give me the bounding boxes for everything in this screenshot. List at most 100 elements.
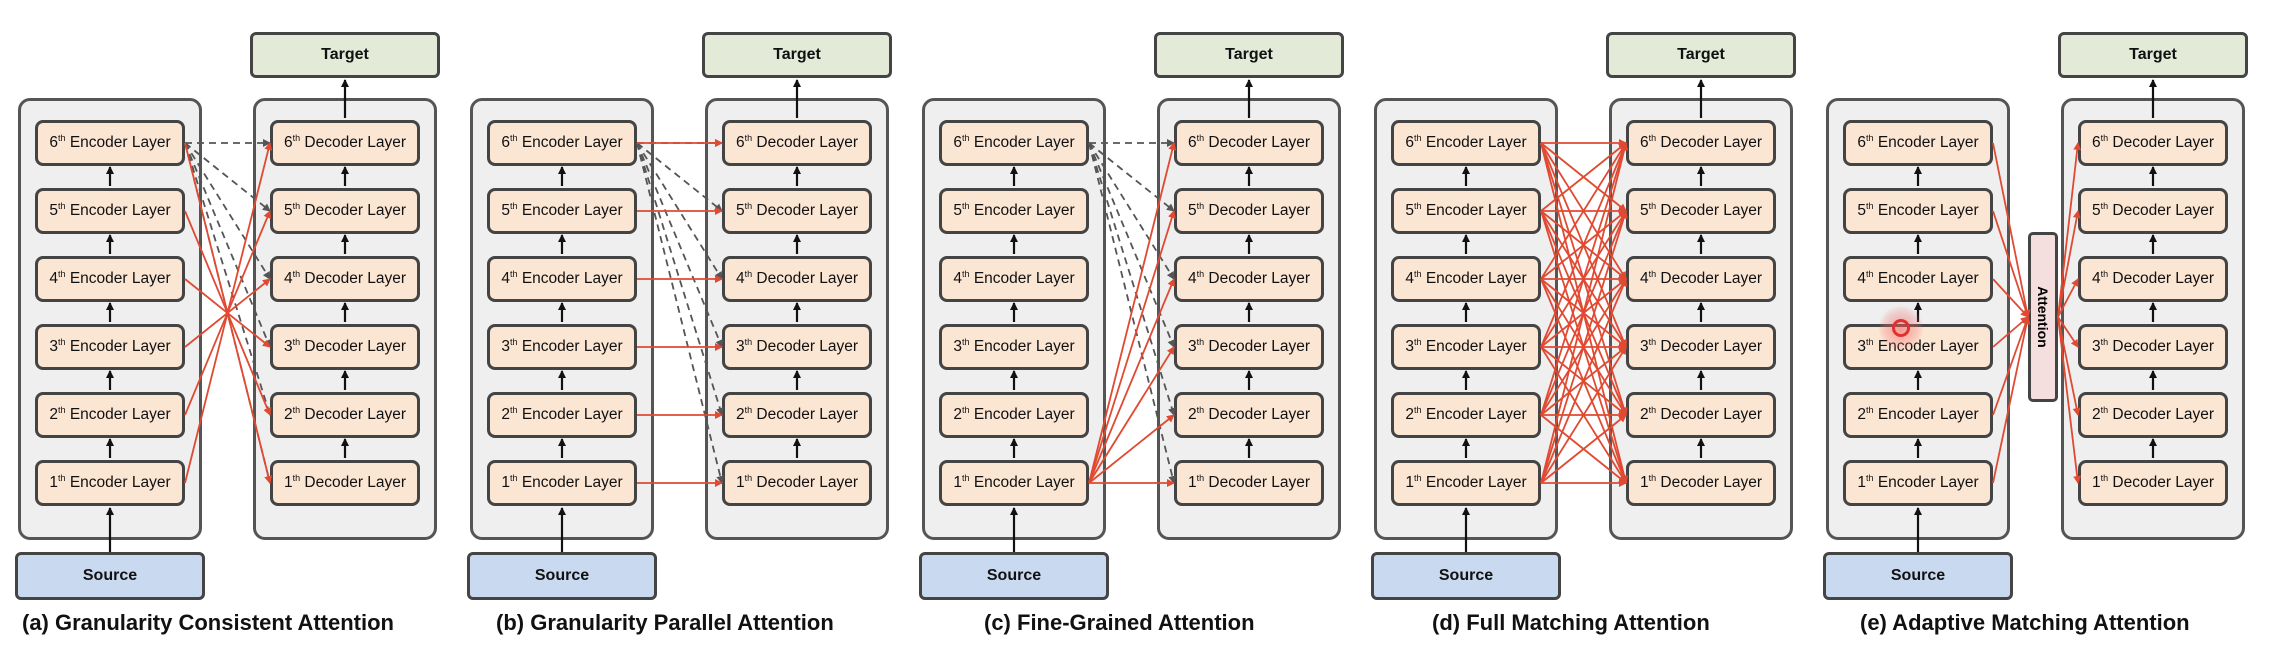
source-label: Source [82,567,138,584]
layer-ordinal-suffix: th [1413,132,1422,143]
layer-number: 5 [2091,202,2101,219]
source-label: Source [534,567,590,584]
layer-label: Encoder Layer [69,406,171,423]
layer-ordinal-suffix: th [1865,336,1874,347]
source-box: Source [1371,552,1561,600]
target-box: Target [1154,32,1344,78]
decoder-layer-6: 6th Decoder Layer [722,120,872,166]
layer-label: Encoder Layer [1425,338,1527,355]
layer-ordinal-suffix: th [1648,132,1657,143]
layer-number: 5 [953,202,962,219]
layer-ordinal-suffix: th [1648,200,1657,211]
layer-label: Decoder Layer [1208,134,1311,151]
layer-ordinal-suffix: th [744,404,753,415]
layer-number: 3 [2091,338,2101,355]
decoder-layer-3: 3th Decoder Layer [1626,324,1776,370]
layer-ordinal-suffix: th [1413,336,1422,347]
encoder-layer-3: 3th Encoder Layer [487,324,637,370]
layer-number: 3 [283,338,293,355]
layer-label: Decoder Layer [304,270,407,287]
layer-number: 5 [283,202,293,219]
layer-label: Decoder Layer [1208,338,1311,355]
source-label: Source [1438,567,1494,584]
layer-ordinal-suffix: th [744,268,753,279]
layer-ordinal-suffix: th [1865,132,1874,143]
layer-label: Decoder Layer [1208,406,1311,423]
layer-label: Encoder Layer [69,134,171,151]
encoder-layer-6: 6th Encoder Layer [487,120,637,166]
layer-number: 6 [953,134,962,151]
decoder-layer-3: 3th Decoder Layer [1174,324,1324,370]
layer-ordinal-suffix: th [961,268,970,279]
decoder-layer-5: 5th Decoder Layer [1626,188,1776,234]
layer-ordinal-suffix: th [744,200,753,211]
encoder-layer-4: 4th Encoder Layer [1391,256,1541,302]
encoder-layer-4: 4th Encoder Layer [35,256,185,302]
layer-label: Decoder Layer [756,134,859,151]
layer-number: 1 [283,474,293,491]
layer-ordinal-suffix: th [2100,268,2109,279]
encoder-layer-4: 4th Encoder Layer [939,256,1089,302]
encoder-layer-6: 6th Encoder Layer [35,120,185,166]
layer-number: 6 [283,134,293,151]
layer-number: 1 [1857,474,1866,491]
layer-number: 1 [1405,474,1414,491]
panel-caption: (b) Granularity Parallel Attention [496,610,834,635]
layer-ordinal-suffix: th [744,336,753,347]
attention-module: Attention [2028,232,2058,402]
layer-ordinal-suffix: th [1413,200,1422,211]
layer-number: 2 [49,406,58,423]
layer-ordinal-suffix: th [2100,132,2109,143]
layer-label: Decoder Layer [1208,202,1311,219]
attention-label: Attention [2035,286,2051,348]
layer-ordinal-suffix: th [744,472,753,483]
decoder-layer-3: 3th Decoder Layer [270,324,420,370]
layer-number: 2 [501,406,510,423]
layer-label: Encoder Layer [521,202,623,219]
layer-number: 1 [501,474,510,491]
layer-number: 4 [1405,270,1414,287]
encoder-layer-2: 2th Encoder Layer [1843,392,1993,438]
target-label: Target [1225,46,1273,63]
target-label: Target [773,46,821,63]
layer-number: 1 [735,474,745,491]
layer-ordinal-suffix: th [509,268,518,279]
panel-caption: (a) Granularity Consistent Attention [22,610,394,635]
decoder-layer-2: 2th Decoder Layer [270,392,420,438]
layer-ordinal-suffix: th [1196,132,1205,143]
layer-label: Decoder Layer [1660,202,1763,219]
decoder-layer-1: 1th Decoder Layer [270,460,420,506]
layer-number: 2 [2091,406,2101,423]
source-box: Source [919,552,1109,600]
encoder-layer-1: 1th Encoder Layer [1843,460,1993,506]
layer-number: 4 [283,270,293,287]
layer-number: 4 [953,270,962,287]
layer-ordinal-suffix: th [1413,404,1422,415]
panel-caption: (d) Full Matching Attention [1432,610,1710,635]
target-label: Target [1677,46,1725,63]
source-box: Source [15,552,205,600]
layer-ordinal-suffix: th [57,472,66,483]
layer-ordinal-suffix: th [1865,268,1874,279]
layer-ordinal-suffix: th [292,404,301,415]
layer-label: Encoder Layer [1425,202,1527,219]
encoder-layer-4: 4th Encoder Layer [1843,256,1993,302]
layer-ordinal-suffix: th [2100,472,2109,483]
layer-number: 1 [953,474,962,491]
layer-ordinal-suffix: th [1196,200,1205,211]
source-box: Source [1823,552,2013,600]
layer-label: Encoder Layer [69,202,171,219]
layer-ordinal-suffix: th [1865,404,1874,415]
layer-ordinal-suffix: th [509,200,518,211]
encoder-layer-5: 5th Encoder Layer [35,188,185,234]
encoder-layer-5: 5th Encoder Layer [939,188,1089,234]
encoder-layer-5: 5th Encoder Layer [1391,188,1541,234]
source-label: Source [986,567,1042,584]
layer-ordinal-suffix: th [509,404,518,415]
target-label: Target [2129,46,2177,63]
layer-number: 3 [1857,338,1866,355]
layer-label: Encoder Layer [1877,406,1979,423]
layer-label: Decoder Layer [2112,134,2215,151]
layer-ordinal-suffix: th [961,132,970,143]
